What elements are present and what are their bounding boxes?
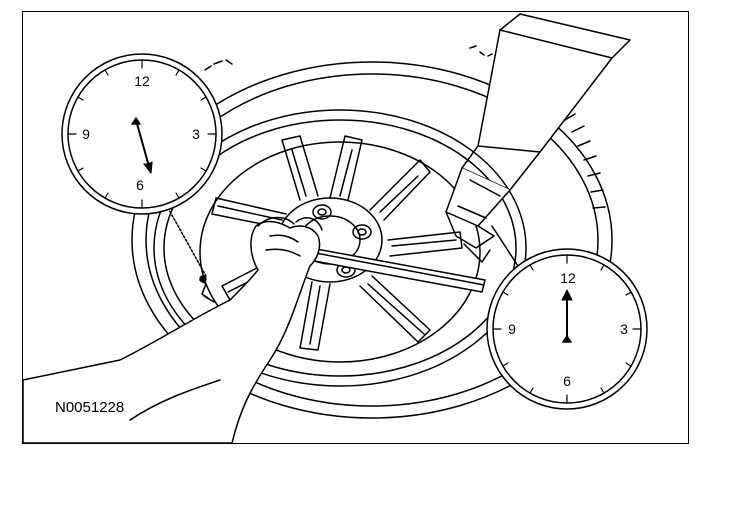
left-dial-numerals: 12 3 6 9	[82, 73, 200, 193]
left-dial-numeral-9: 9	[82, 126, 90, 142]
valve-stem	[199, 275, 215, 303]
left-dial	[61, 53, 223, 215]
right-dial-numeral-9: 9	[508, 321, 516, 337]
right-dial-numeral-6: 6	[563, 373, 571, 389]
hand-and-arm	[23, 216, 323, 443]
right-dial	[486, 248, 648, 410]
right-dial-numerals: 12 3 6 9	[508, 270, 628, 389]
right-dial-numeral-3: 3	[620, 321, 628, 337]
tool-handle	[445, 13, 631, 263]
figure-id-label: N0051228	[55, 399, 125, 416]
leader-lines	[167, 207, 519, 277]
left-dial-numeral-12: 12	[134, 73, 150, 89]
right-dial-numeral-12: 12	[560, 270, 576, 286]
left-dial-numeral-3: 3	[192, 126, 200, 142]
left-dial-numeral-6: 6	[136, 177, 144, 193]
